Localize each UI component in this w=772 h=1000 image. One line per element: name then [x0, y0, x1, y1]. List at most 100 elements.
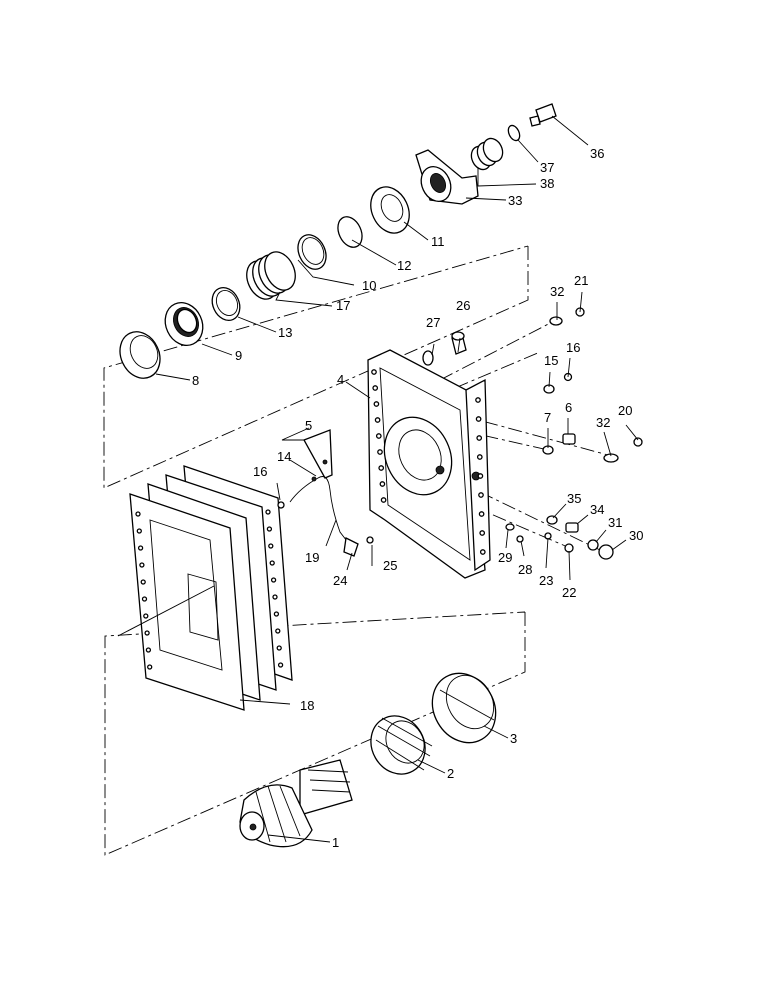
gasket-hole: [145, 647, 152, 653]
callout-16-left: 16: [253, 464, 267, 479]
callout-31: 31: [608, 515, 622, 530]
bolt-hole: [374, 417, 381, 423]
callout-labels: 1 2 3 4 5 6 7 8 9 10 11 12 13 14 15 16 1…: [192, 146, 643, 850]
fastener-16-left: [277, 501, 285, 509]
callout-26: 26: [456, 298, 470, 313]
gasket-hole: [268, 543, 274, 549]
bolt-hole: [380, 497, 387, 503]
o-ring-31: [587, 539, 599, 551]
callout-5: 5: [305, 418, 312, 433]
callout-25: 25: [383, 558, 397, 573]
callout-30: 30: [629, 528, 643, 543]
bolt-hole: [476, 454, 483, 460]
gasket-hole: [143, 613, 149, 619]
callout-34: 34: [590, 502, 604, 517]
washer-32-lower: [603, 453, 619, 463]
callout-12: 12: [397, 258, 411, 273]
fastener-20: [633, 437, 643, 447]
thrust-washer-11: [370, 186, 410, 234]
callout-32-lower: 32: [596, 415, 610, 430]
wiring-harness: [289, 476, 359, 557]
callout-23: 23: [539, 573, 553, 588]
callout-32-upper: 32: [550, 284, 564, 299]
callout-10: 10: [362, 278, 376, 293]
gasket-hole: [147, 664, 153, 670]
plug-22: [564, 543, 574, 553]
bevel-pinion-gear: [239, 759, 353, 848]
gasket-hole: [275, 628, 281, 634]
gasket-hole: [270, 577, 277, 583]
bolt-hole: [375, 433, 382, 439]
bolt-hole: [478, 511, 485, 517]
spring-38: [470, 137, 504, 171]
gasket-hole: [140, 579, 146, 585]
washer-32-upper: [549, 316, 563, 326]
callout-6: 6: [565, 400, 572, 415]
washer-10: [297, 234, 327, 270]
bolt-hole: [377, 449, 383, 455]
plug-6: [562, 433, 576, 445]
bearing-cup-upper: [119, 331, 161, 379]
callout-27: 27: [426, 315, 440, 330]
gasket-holes: [135, 509, 284, 670]
plug-30: [598, 544, 614, 560]
callout-35: 35: [567, 491, 581, 506]
plug-28: [516, 535, 524, 543]
bolt-36: [529, 103, 557, 127]
bolt-hole: [475, 397, 481, 403]
gasket-hole: [141, 596, 148, 602]
callout-22: 22: [562, 585, 576, 600]
bearing-cup: [431, 672, 497, 744]
gasket-hole: [276, 645, 282, 651]
shift-fork-33: [415, 149, 479, 205]
bolt-hole: [479, 549, 486, 555]
leader-lines: [117, 115, 639, 843]
bolt-hole: [479, 530, 486, 536]
bolt-hole: [475, 416, 482, 422]
callout-37: 37: [540, 160, 554, 175]
bolt-hole: [379, 481, 386, 487]
callout-4: 4: [337, 372, 344, 387]
gasket-hole: [272, 594, 278, 600]
callout-3: 3: [510, 731, 517, 746]
gasket-hole: [137, 545, 144, 551]
callout-29: 29: [498, 550, 512, 565]
bearing-upper: [164, 302, 204, 346]
callout-18: 18: [300, 698, 314, 713]
housing-bolt-holes: [371, 369, 486, 555]
bolt-hole: [378, 465, 385, 471]
callout-33: 33: [508, 193, 522, 208]
o-ring-29: [505, 523, 515, 531]
gasket-hole: [144, 630, 150, 636]
spring-pack: [246, 251, 296, 300]
bolt-hole: [476, 435, 483, 441]
bolt-hole: [372, 385, 379, 391]
snap-ring-12: [337, 216, 363, 248]
callout-20: 20: [618, 403, 632, 418]
callout-9: 9: [235, 348, 242, 363]
callout-36: 36: [590, 146, 604, 161]
callout-14: 14: [277, 449, 291, 464]
o-ring-25: [366, 536, 374, 544]
gasket-hole: [269, 560, 275, 566]
callout-19: 19: [305, 550, 319, 565]
gasket-hole: [135, 511, 141, 517]
housing-plate: [367, 349, 491, 579]
gasket-stack: [129, 465, 293, 711]
callout-7: 7: [544, 410, 551, 425]
fitting-34: [565, 522, 579, 533]
bracket: [303, 429, 333, 479]
callout-2: 2: [447, 766, 454, 781]
washer-37: [507, 124, 521, 142]
gasket-hole: [136, 528, 142, 534]
callout-21: 21: [574, 273, 588, 288]
callout-38: 38: [540, 176, 554, 191]
callout-17: 17: [336, 298, 350, 313]
callout-15: 15: [544, 353, 558, 368]
callout-28: 28: [518, 562, 532, 577]
callout-24: 24: [333, 573, 347, 588]
gasket-hole: [265, 509, 271, 515]
o-ring-35: [546, 515, 558, 525]
